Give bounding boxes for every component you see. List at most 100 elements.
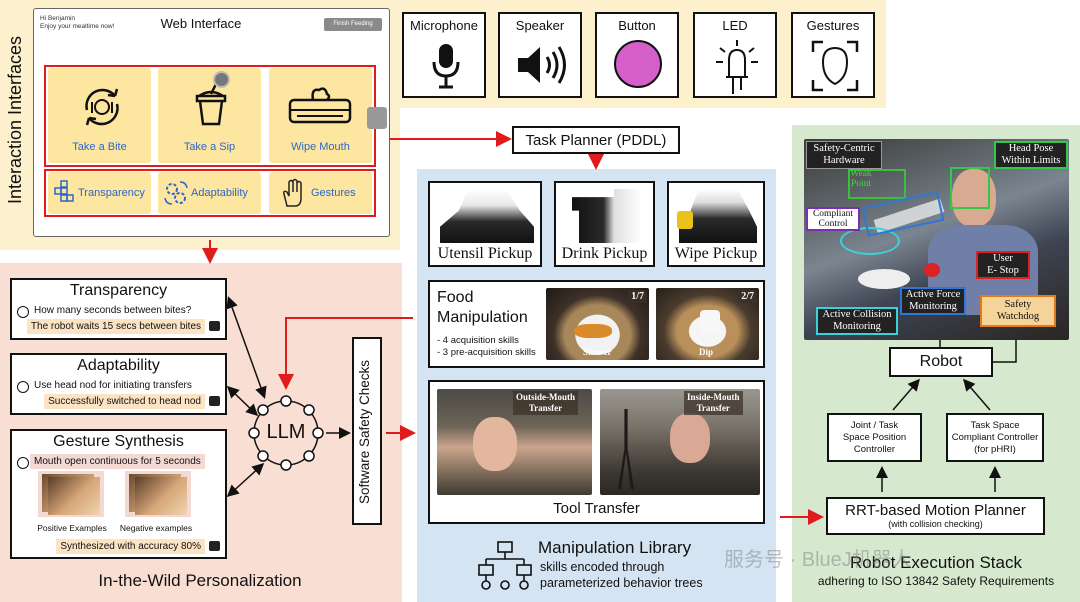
wipe-pickup-card: Wipe Pickup	[667, 181, 765, 267]
take-a-bite-label: Take a Bite	[72, 141, 127, 153]
compliant-control-annotation: Compliant Control	[806, 207, 860, 231]
arrow-llm-transparency	[226, 296, 267, 399]
take-a-sip-label: Take a Sip	[183, 141, 236, 153]
transparency-card-title: Transparency	[69, 282, 168, 299]
web-interface-title: Web Interface	[160, 16, 242, 31]
gestures-tile[interactable]: Gestures	[269, 172, 372, 214]
scroll-right-arrow[interactable]	[367, 107, 387, 129]
finish-feeding-button[interactable]: Finish Feeding	[324, 18, 382, 31]
head-pose-line1: Head Pose	[1008, 143, 1054, 154]
watermark-text: 服务号 · BlueJ机器人	[724, 549, 912, 571]
user-estop-annotation: User E- Stop	[976, 251, 1030, 279]
wipe-mouth-tile[interactable]: Wipe Mouth	[269, 68, 372, 163]
dip-step-count: 2/7	[738, 290, 757, 303]
person-face	[473, 417, 517, 471]
tool-transfer-card: Outside-Mouth Transfer Inside-Mouth Tran…	[428, 380, 765, 524]
robot-avatar-icon	[209, 396, 220, 406]
inside-mouth-line1: Inside-Mouth	[687, 392, 740, 402]
outside-mouth-transfer-photo: Outside-Mouth Transfer	[437, 389, 592, 495]
device-microphone-label: Microphone	[410, 18, 478, 33]
rrt-motion-planner-box: RRT-based Motion Planner (with collision…	[826, 497, 1045, 535]
gesture-synthesis-card-title: Gesture Synthesis	[53, 433, 184, 450]
collision-monitoring-annotation: Active Collision Monitoring	[816, 307, 898, 335]
head-pose-annotation: Head Pose Within Limits	[994, 141, 1068, 169]
device-microphone: Microphone	[402, 12, 486, 98]
tissue-box-icon	[288, 87, 352, 124]
inside-mouth-line2: Transfer	[696, 403, 730, 413]
wipe-mouth-label: Wipe Mouth	[291, 141, 350, 153]
food-manipulation-title-line2: Manipulation	[437, 309, 528, 326]
safety-watchdog-annotation: Safety Watchdog	[980, 295, 1056, 327]
food-plate	[858, 269, 910, 289]
behavior-tree-icon	[478, 541, 532, 590]
adaptability-answer: Successfully switched to head nod	[44, 394, 205, 409]
food-manipulation-title-line1: Food	[437, 289, 474, 306]
take-a-sip-tile[interactable]: Take a Sip	[158, 68, 261, 163]
transparency-answer: The robot waits 15 secs between bites	[26, 319, 205, 334]
tool-transfer-title: Tool Transfer	[553, 500, 640, 517]
safety-hardware-line1: Safety-Centric	[813, 143, 875, 154]
device-gestures-label: Gestures	[806, 18, 860, 33]
finish-feeding-label: Finish Feeding	[333, 21, 373, 27]
negative-examples-photos	[125, 471, 191, 517]
outside-mouth-caption: Outside-Mouth Transfer	[513, 391, 579, 415]
food-manipulation-card: Food Manipulation - 4 acquisition skills…	[428, 280, 765, 368]
greeting-text: Hi Benjamin Enjoy your mealtime now!	[40, 15, 114, 31]
device-speaker: Speaker	[498, 12, 582, 98]
personalization-footer: In-the-Wild Personalization	[98, 571, 302, 590]
interaction-interfaces-label: Interaction Interfaces	[5, 35, 25, 205]
safety-hardware-annotation: Safety-Centric Hardware	[806, 141, 882, 169]
web-interface-window: Hi Benjamin Enjoy your mealtime now! Web…	[33, 8, 390, 237]
robot-avatar-icon	[209, 321, 220, 331]
device-led: LED	[693, 12, 777, 98]
gesture-synthesis-card: Gesture Synthesis Mouth open continuous …	[10, 429, 227, 559]
compliant-controller-line1: Task Space	[970, 420, 1020, 431]
rrt-motion-planner-label: RRT-based Motion Planner	[845, 502, 1026, 519]
head-pose-line2: Within Limits	[1001, 155, 1061, 166]
red-estop-button	[924, 263, 940, 277]
positive-examples-label: Positive Examples	[37, 523, 107, 533]
safety-watchdog-line2: Watchdog	[996, 311, 1040, 322]
take-a-bite-tile[interactable]: Take a Bite	[48, 68, 151, 163]
user-avatar-icon	[17, 457, 29, 469]
joint-controller-line1: Joint / Task	[850, 420, 899, 431]
status-indicator-icon	[213, 71, 230, 88]
positive-examples-photos	[38, 471, 104, 517]
arrow-food-to-llm	[278, 317, 413, 390]
robot-box: Robot	[889, 347, 993, 377]
arrow-compliant-to-robot	[963, 378, 991, 411]
negative-example-image	[135, 477, 187, 515]
person-face	[670, 413, 710, 463]
safety-watchdog-line1: Safety	[1004, 299, 1032, 310]
collision-monitoring-line1: Active Collision	[822, 309, 892, 320]
drink-pickup-image	[572, 189, 642, 243]
transparency-tile-label: Transparency	[78, 187, 145, 199]
food-manipulation-title: Food Manipulation	[437, 288, 528, 328]
adaptability-tile[interactable]: Adaptability	[158, 172, 261, 214]
led-icon	[716, 40, 758, 94]
personalization-actions-group	[44, 169, 376, 217]
device-button: Button	[595, 12, 679, 98]
outside-mouth-line2: Transfer	[528, 403, 563, 413]
negative-examples-label: Negative examples	[119, 523, 193, 533]
transparency-tile[interactable]: Transparency	[48, 172, 151, 214]
task-planner-label: Task Planner (PDDL)	[525, 132, 667, 149]
arrow-llm-gesture	[226, 462, 265, 498]
microphone-icon	[432, 44, 460, 89]
wipe-sponge-image	[677, 211, 693, 229]
compliant-controller-line2: Compliant Controller	[951, 432, 1039, 443]
force-monitoring-annotation: Active Force Monitoring	[900, 287, 966, 315]
compliant-controller-box: Task Space Compliant Controller (for pHR…	[946, 413, 1044, 462]
user-avatar-icon	[17, 306, 29, 318]
collision-monitoring-line2: Monitoring	[833, 321, 881, 332]
arrow-joint-to-robot	[892, 378, 920, 411]
manipulation-library-title: Manipulation Library	[538, 538, 692, 557]
speaker-icon	[518, 46, 566, 84]
software-safety-checks-box: Software Safety Checks	[352, 337, 382, 525]
pre-acquisition-skills: - 3 pre-acquisition skills	[437, 347, 536, 358]
arrow-llm-adaptability	[226, 385, 259, 417]
wipe-pickup-label: Wipe Pickup	[674, 245, 758, 262]
acquisition-skills: - 4 acquisition skills	[437, 335, 519, 346]
compliant-control-line2: Control	[818, 219, 848, 229]
force-monitoring-line1: Active Force	[905, 289, 961, 300]
